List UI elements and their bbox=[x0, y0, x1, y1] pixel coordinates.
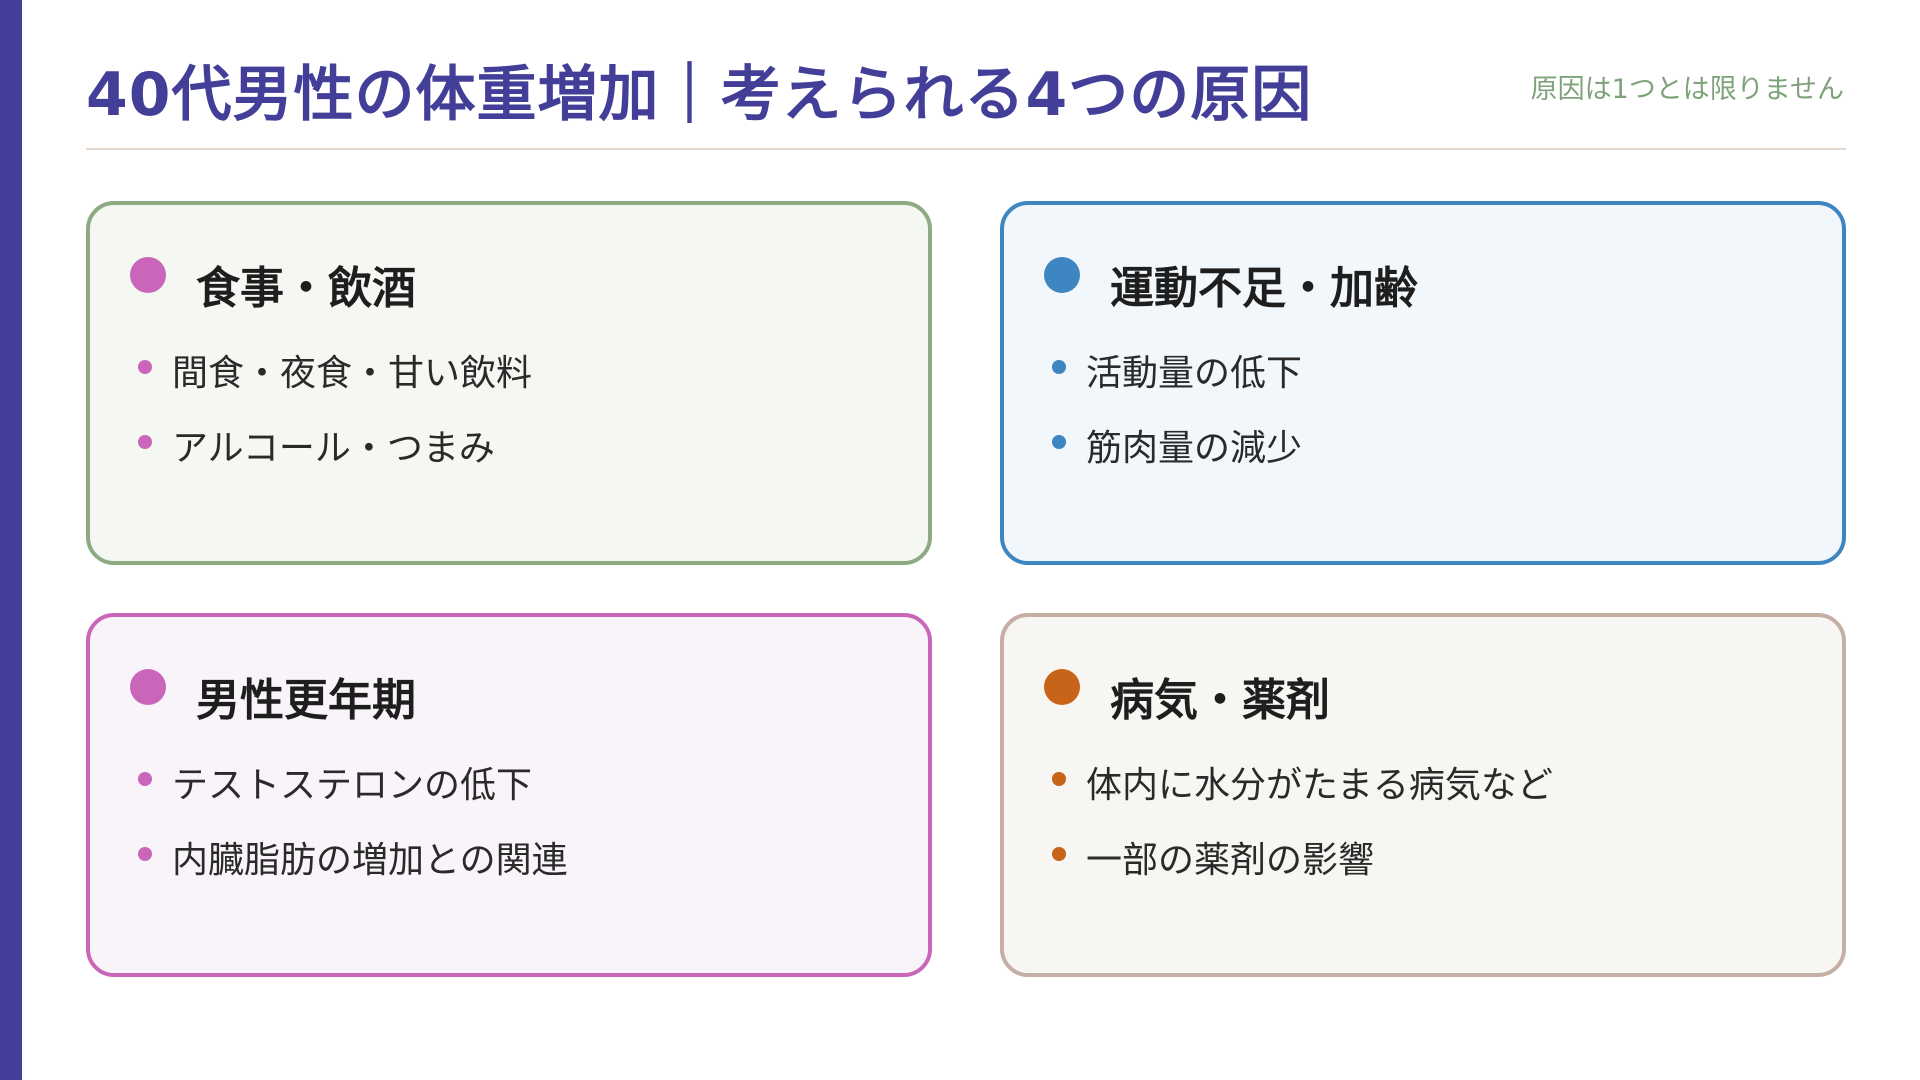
cause-card-illness: 病気・薬剤 体内に水分がたまる病気など 一部の薬剤の影響 bbox=[1000, 613, 1846, 977]
list-item: 間食・夜食・甘い飲料 bbox=[138, 349, 532, 399]
list-item-label: アルコール・つまみ bbox=[172, 428, 495, 469]
card-title: 食事・飲酒 bbox=[196, 263, 416, 314]
list-item: アルコール・つまみ bbox=[138, 424, 495, 474]
list-item-label: 体内に水分がたまる病気など bbox=[1086, 765, 1553, 806]
left-accent-bar bbox=[0, 0, 22, 1080]
page-title: 40代男性の体重増加｜考えられる4つの原因 bbox=[86, 60, 1313, 130]
list-item: 活動量の低下 bbox=[1052, 349, 1302, 399]
bullet-icon bbox=[1052, 847, 1066, 861]
card-title: 運動不足・加齢 bbox=[1110, 263, 1418, 314]
bullet-icon bbox=[138, 435, 152, 449]
card-title: 病気・薬剤 bbox=[1110, 675, 1330, 726]
cause-card-exercise: 運動不足・加齢 活動量の低下 筋肉量の減少 bbox=[1000, 201, 1846, 565]
cause-card-diet: 食事・飲酒 間食・夜食・甘い飲料 アルコール・つまみ bbox=[86, 201, 932, 565]
list-item: 一部の薬剤の影響 bbox=[1052, 836, 1374, 886]
page-subtitle: 原因は1つとは限りません bbox=[1530, 74, 1844, 105]
list-item-label: 筋肉量の減少 bbox=[1086, 428, 1303, 469]
bullet-icon bbox=[138, 847, 152, 861]
cause-card-andropause: 男性更年期 テストステロンの低下 内臓脂肪の増加との関連 bbox=[86, 613, 932, 977]
bullet-icon bbox=[1052, 772, 1066, 786]
list-item: 内臓脂肪の増加との関連 bbox=[138, 836, 568, 886]
bullet-icon bbox=[1052, 360, 1066, 374]
card-title: 男性更年期 bbox=[196, 675, 416, 726]
list-item-label: 間食・夜食・甘い飲料 bbox=[172, 353, 533, 394]
card-dot-icon bbox=[1044, 257, 1080, 293]
list-item: 筋肉量の減少 bbox=[1052, 424, 1302, 474]
list-item-label: 内臓脂肪の増加との関連 bbox=[172, 840, 568, 881]
bullet-icon bbox=[138, 360, 152, 374]
card-dot-icon bbox=[1044, 669, 1080, 705]
card-dot-icon bbox=[130, 257, 166, 293]
title-divider bbox=[86, 148, 1846, 150]
list-item-label: テストステロンの低下 bbox=[172, 765, 533, 806]
bullet-icon bbox=[138, 772, 152, 786]
card-dot-icon bbox=[130, 669, 166, 705]
list-item: 体内に水分がたまる病気など bbox=[1052, 761, 1553, 811]
list-item: テストステロンの低下 bbox=[138, 761, 532, 811]
list-item-label: 活動量の低下 bbox=[1086, 353, 1303, 394]
list-item-label: 一部の薬剤の影響 bbox=[1086, 840, 1375, 881]
bullet-icon bbox=[1052, 435, 1066, 449]
